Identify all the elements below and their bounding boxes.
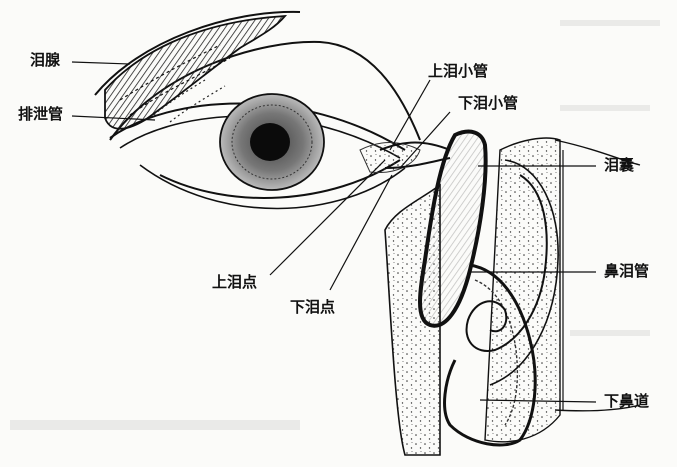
label-inferior-punctum: 下泪点 <box>290 300 335 315</box>
lacrimal-sac <box>420 132 486 326</box>
label-superior-punctum: 上泪点 <box>212 275 257 290</box>
pupil <box>250 123 290 161</box>
leader-lacrimal-gland <box>72 62 130 64</box>
leader-superior-canaliculus <box>390 80 430 150</box>
label-lacrimal-sac: 泪囊 <box>604 158 634 173</box>
label-inferior-meatus: 下鼻道 <box>604 394 649 409</box>
label-inferior-canaliculus: 下泪小管 <box>458 96 518 111</box>
label-excretory-ducts: 排泄管 <box>18 107 63 122</box>
label-nasolacrimal-duct: 鼻泪管 <box>604 264 649 279</box>
label-superior-canaliculus: 上泪小管 <box>428 64 488 79</box>
nasal-wall <box>485 138 560 442</box>
label-lacrimal-gland: 泪腺 <box>30 53 60 68</box>
